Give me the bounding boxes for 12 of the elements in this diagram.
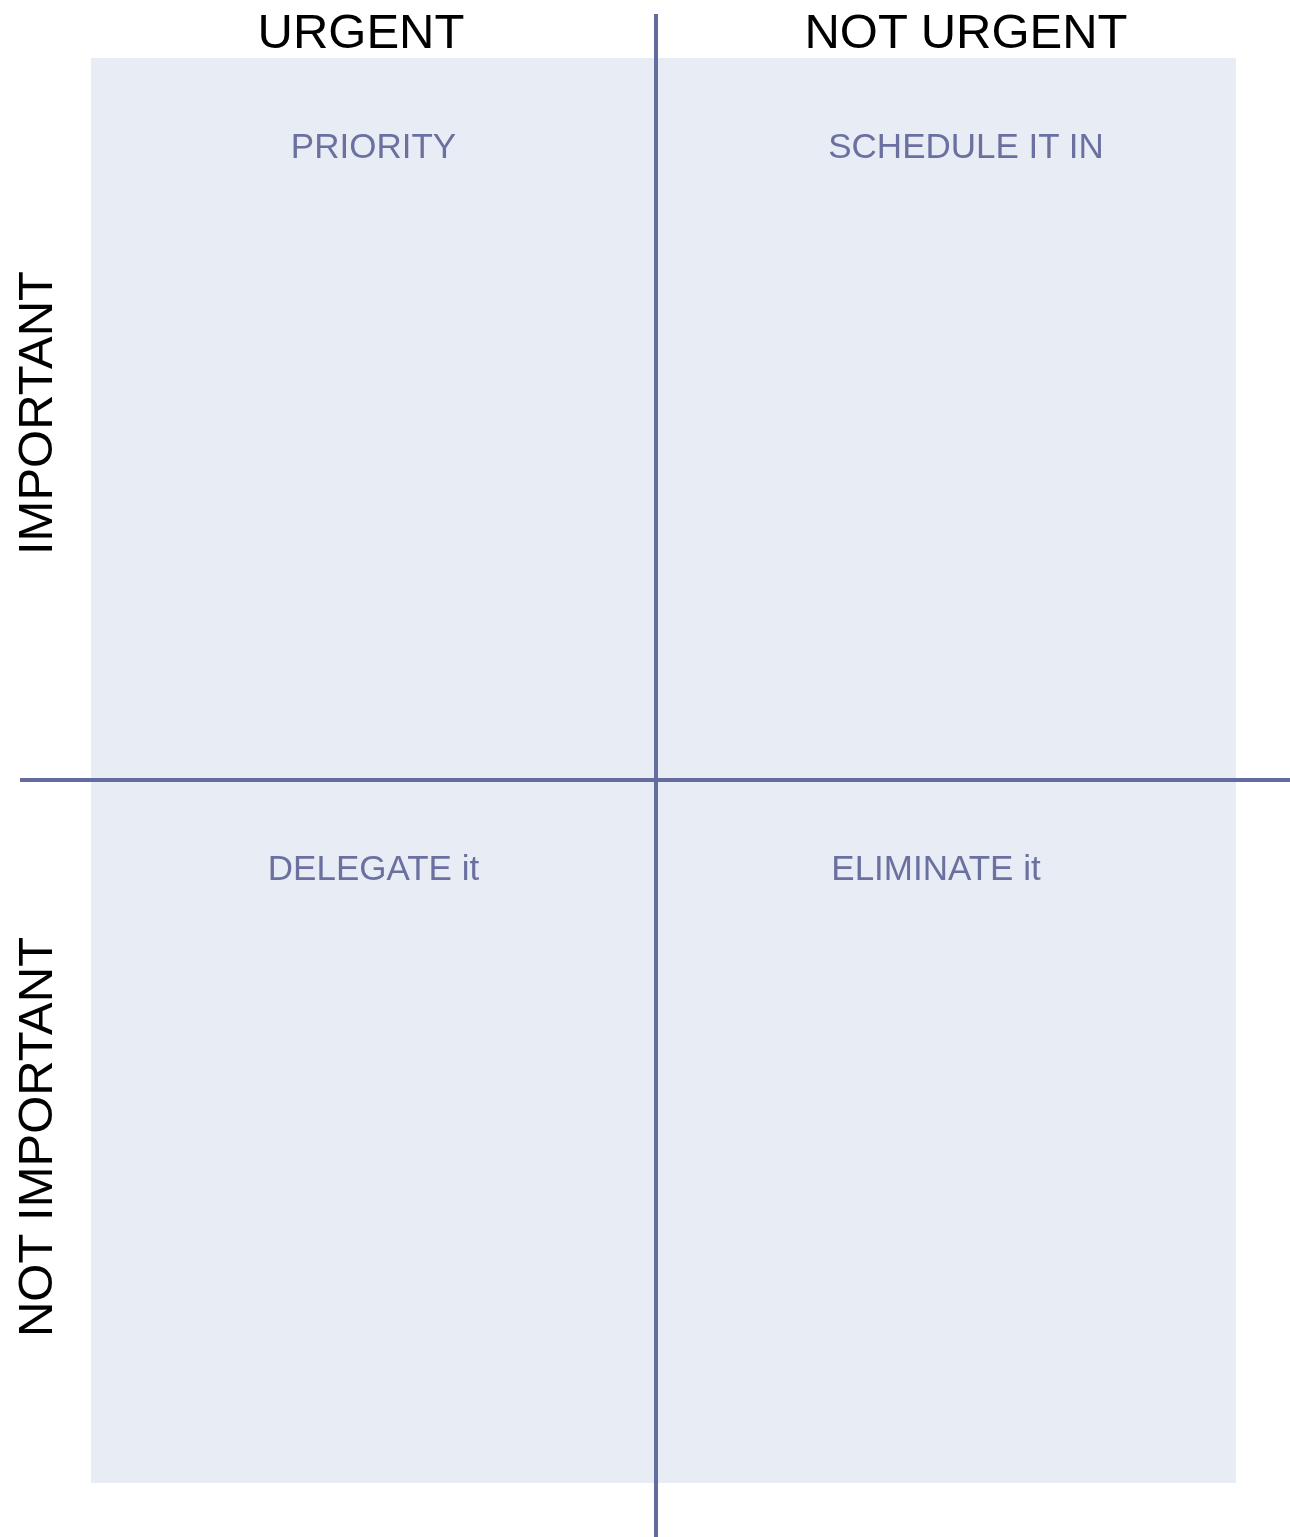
quadrant-panel bbox=[656, 58, 1236, 780]
quadrant-title: ELIMINATE it bbox=[831, 848, 1041, 888]
quadrant-panel bbox=[91, 780, 656, 1483]
axis-heading: IMPORTANT bbox=[10, 271, 60, 555]
quadrant-panel bbox=[656, 780, 1236, 1483]
quadrant-panel bbox=[91, 58, 656, 780]
axis-heading: URGENT bbox=[257, 6, 465, 56]
quadrant-title: PRIORITY bbox=[290, 126, 457, 166]
axis-heading: NOT IMPORTANT bbox=[10, 936, 60, 1338]
quadrant-title: SCHEDULE IT IN bbox=[828, 126, 1104, 166]
quadrant-title: DELEGATE it bbox=[267, 848, 480, 888]
axis-heading: NOT URGENT bbox=[804, 6, 1128, 56]
